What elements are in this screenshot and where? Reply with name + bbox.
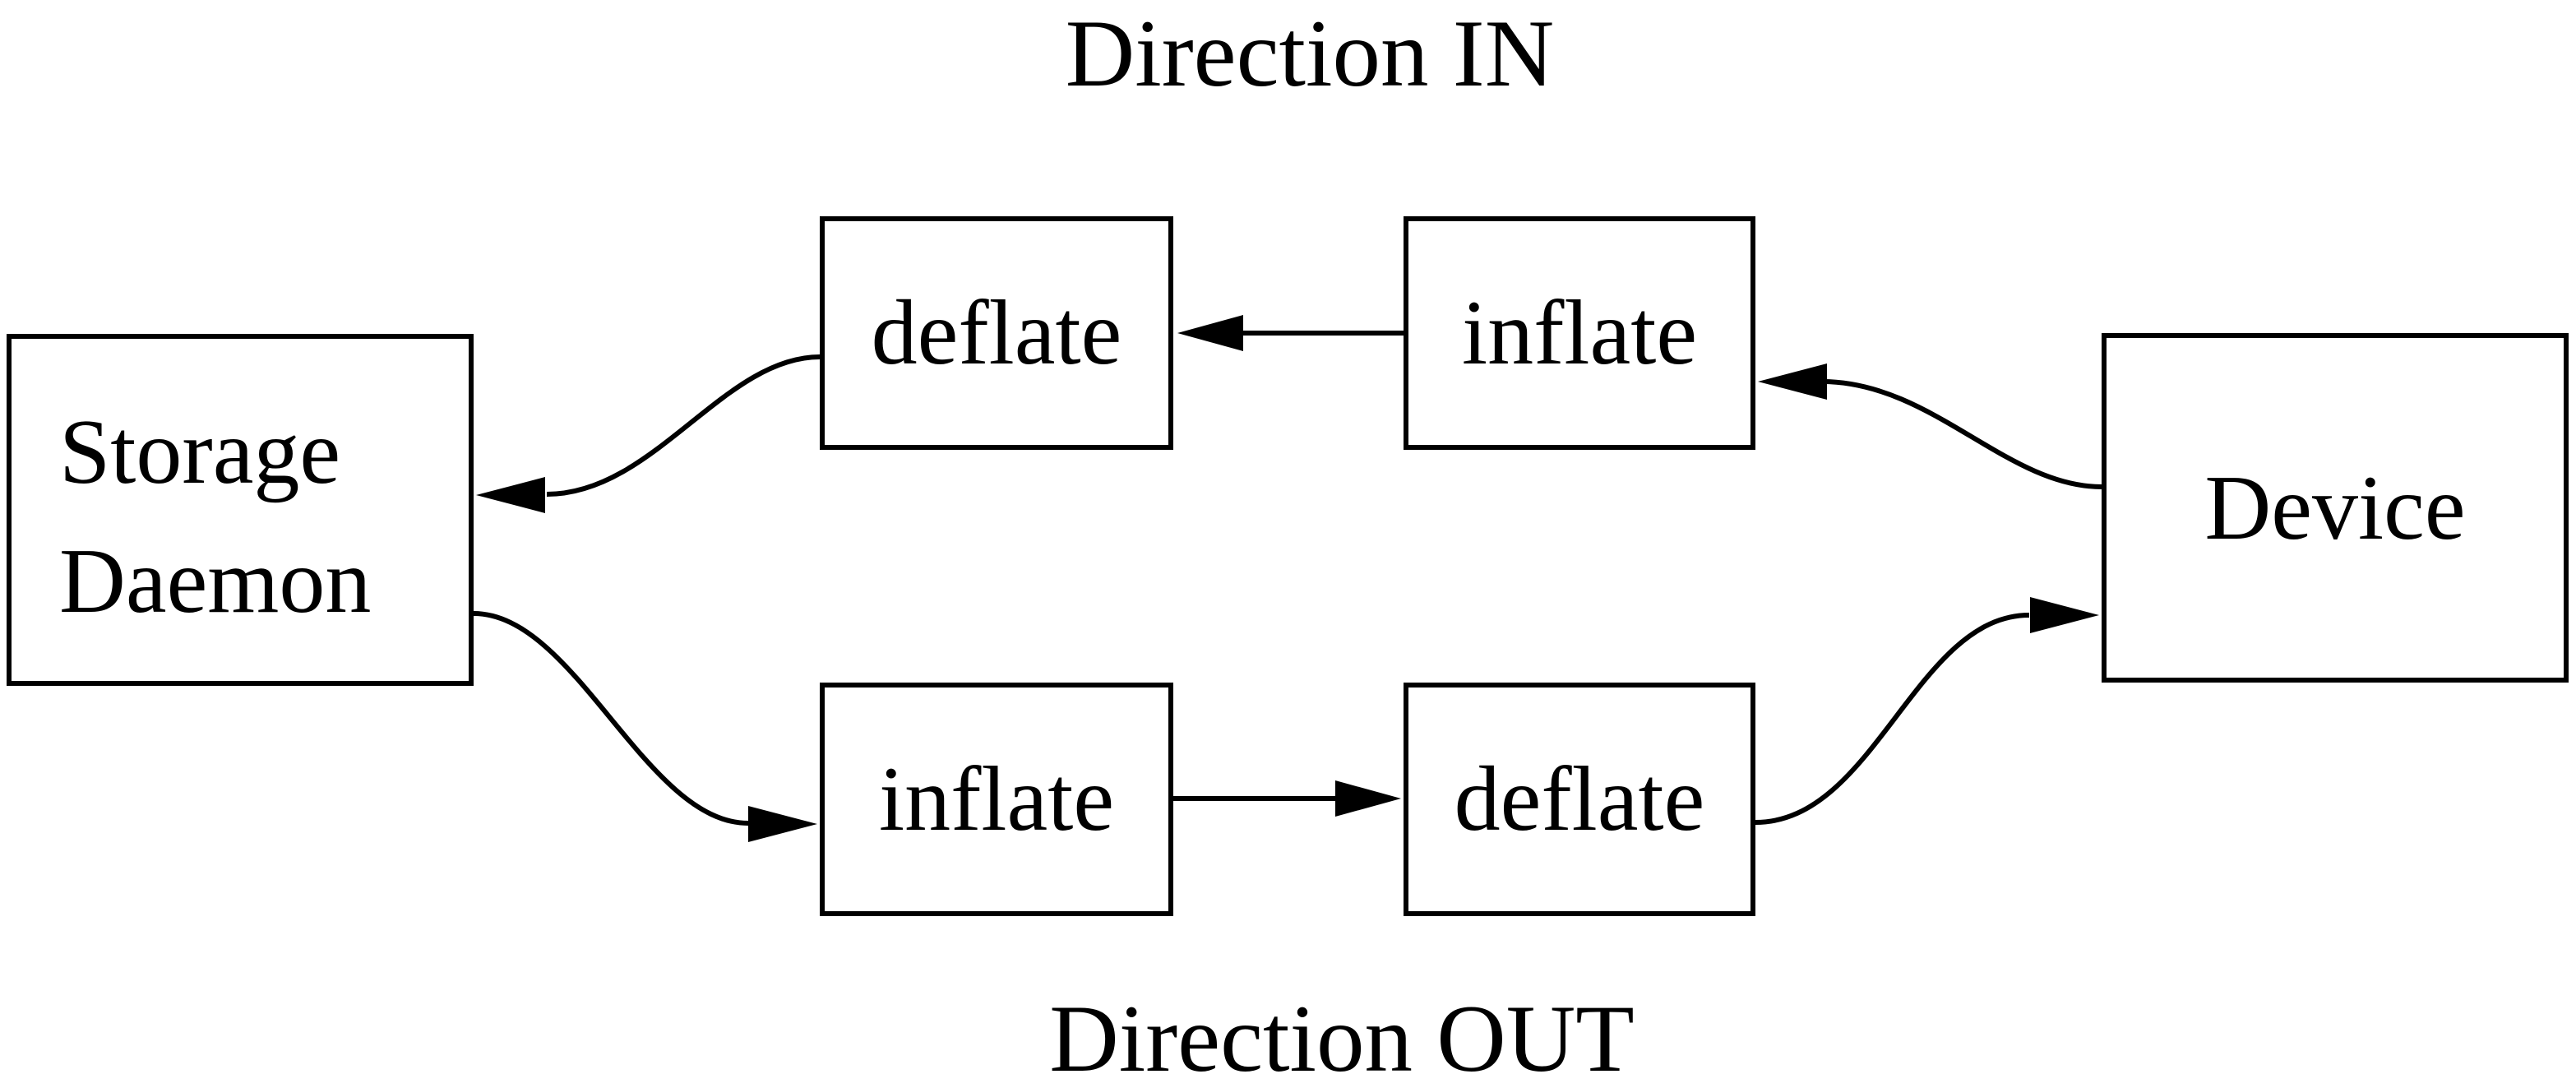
arrow-device-to-inflate-in <box>1758 363 2102 489</box>
inflate-in-box: inflate <box>1404 216 1755 450</box>
arrow-deflate-in-to-storage-daemon <box>476 354 821 513</box>
deflate-out-label: deflate <box>1454 748 1705 850</box>
device-label: Device <box>2204 456 2466 559</box>
arrow-inflate-in-to-deflate-in <box>1177 315 1404 351</box>
storage-daemon-label-line1: Storage <box>59 401 341 504</box>
deflate-in-label: deflate <box>871 282 1122 384</box>
inflate-in-label: inflate <box>1461 282 1698 384</box>
storage-daemon-box: Storage Daemon <box>7 334 474 686</box>
direction-out-title: Direction OUT <box>1049 986 1635 1088</box>
arrow-storage-daemon-to-inflate-out <box>473 611 817 842</box>
inflate-out-label: inflate <box>878 748 1115 850</box>
device-box: Device <box>2102 333 2569 683</box>
arrow-inflate-out-to-deflate-out <box>1173 780 1401 817</box>
deflate-in-box: deflate <box>820 216 1173 450</box>
deflate-out-box: deflate <box>1404 683 1755 916</box>
inflate-out-box: inflate <box>820 683 1173 916</box>
direction-in-title: Direction IN <box>1065 1 1555 107</box>
storage-daemon-label-line2: Daemon <box>59 530 372 632</box>
arrow-deflate-out-to-device <box>1755 597 2099 825</box>
